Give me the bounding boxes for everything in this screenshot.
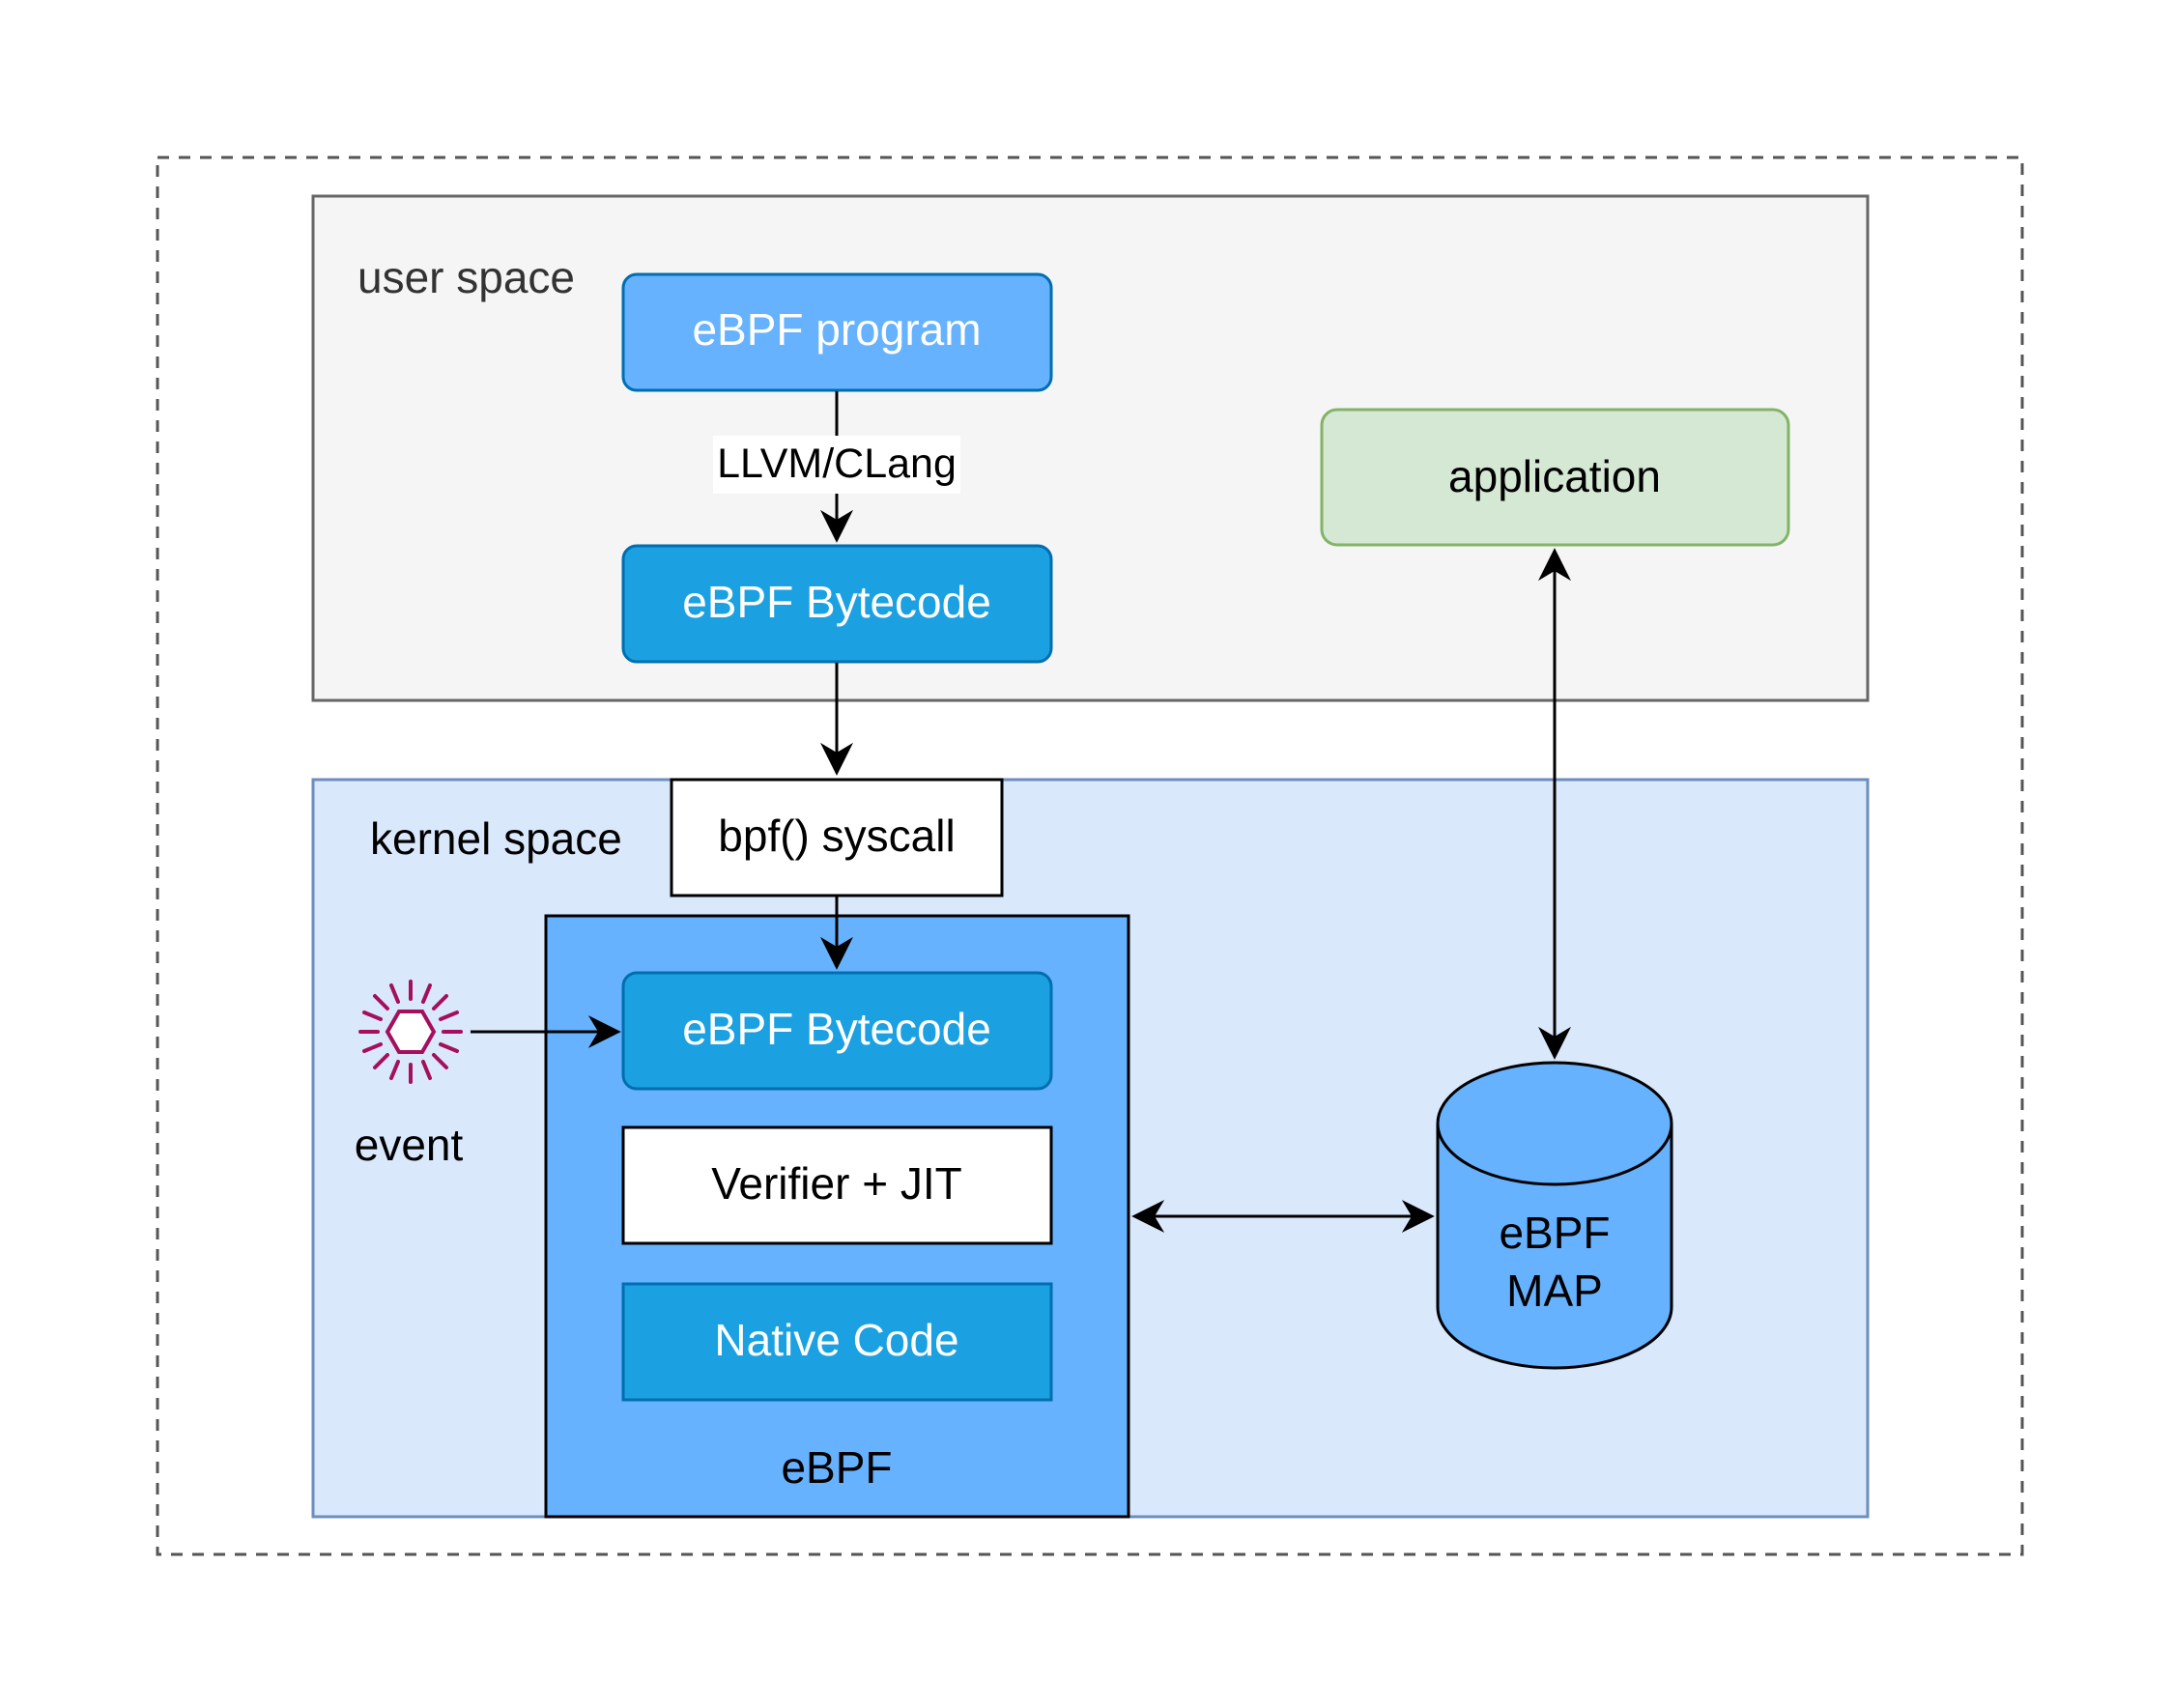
- ebpf-map-cylinder[interactable]: eBPF MAP: [1436, 1061, 1673, 1370]
- compile-edge-label-bg: [713, 436, 960, 494]
- application-node[interactable]: application: [1320, 408, 1790, 547]
- ebpf-bytecode-user-node[interactable]: eBPF Bytecode: [621, 544, 1053, 664]
- ebpf-program-label: eBPF program: [692, 304, 981, 355]
- ebpf-map-label-line2: MAP: [1506, 1266, 1603, 1316]
- verifier-jit-label: Verifier + JIT: [711, 1158, 961, 1209]
- bpf-syscall-node[interactable]: bpf() syscall: [670, 778, 1004, 897]
- event-label: event: [355, 1120, 464, 1170]
- kernel-space-label: kernel space: [370, 813, 622, 864]
- ebpf-bytecode-kernel-label: eBPF Bytecode: [682, 1004, 991, 1054]
- event-burst-hexagon-icon: [358, 980, 463, 1084]
- user-space-label: user space: [357, 252, 575, 302]
- bpf-syscall-label: bpf() syscall: [718, 811, 955, 861]
- ebpf-map-label-line1: eBPF: [1499, 1208, 1610, 1258]
- native-code-label: Native Code: [714, 1315, 958, 1365]
- ebpf-bytecode-user-label: eBPF Bytecode: [682, 577, 991, 627]
- ebpf-bytecode-kernel-node[interactable]: eBPF Bytecode: [621, 971, 1053, 1091]
- outer-dashed-frame: [156, 156, 2024, 1556]
- verifier-jit-node[interactable]: Verifier + JIT: [621, 1125, 1053, 1245]
- ebpf-program-node[interactable]: eBPF program: [621, 272, 1053, 392]
- compile-edge-label: LLVM/CLang: [717, 441, 957, 487]
- ebpf-container-label: eBPF: [781, 1442, 892, 1493]
- native-code-node[interactable]: Native Code: [621, 1282, 1053, 1402]
- application-label: application: [1448, 451, 1661, 501]
